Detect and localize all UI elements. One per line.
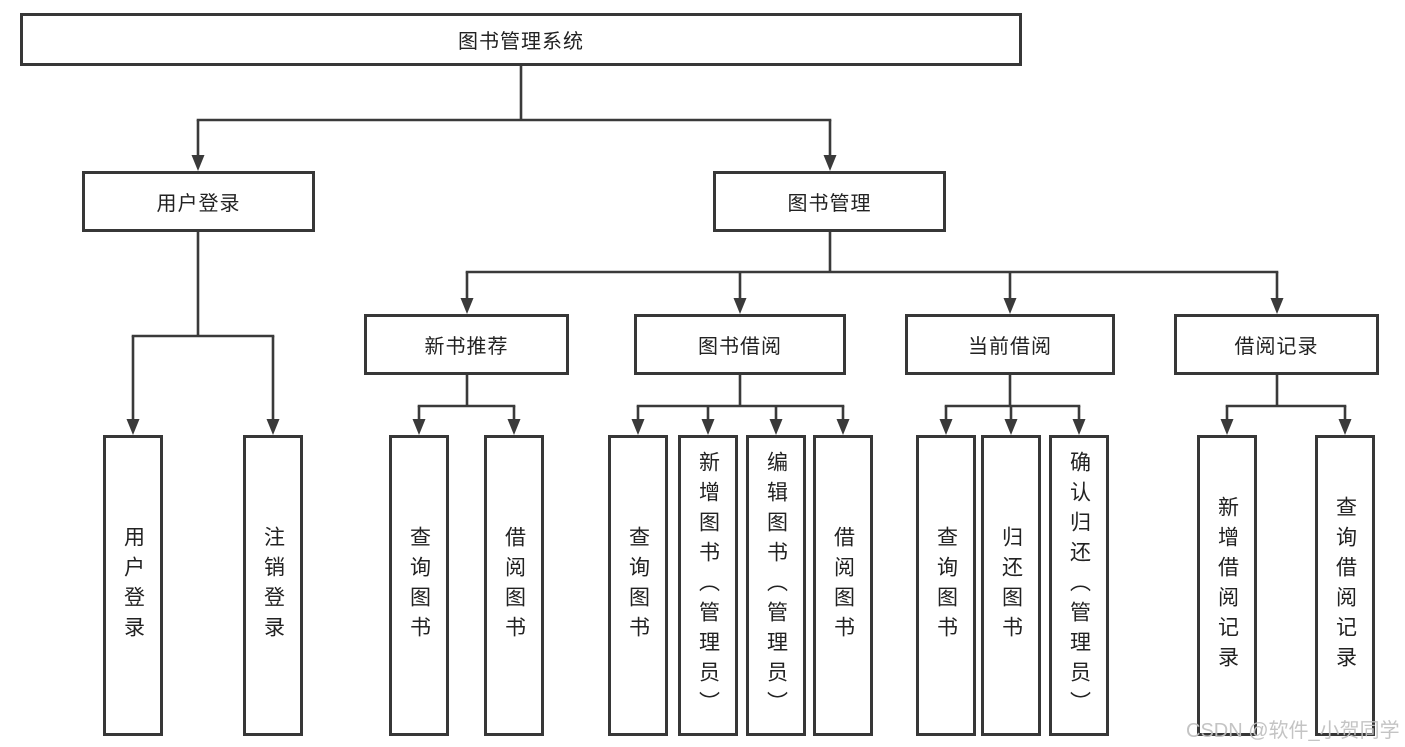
leaf-borrow-books-recommend: 借阅图书 [484, 435, 544, 736]
node-label: 用户登录 [156, 193, 241, 215]
node-label: 确认归还（管理员） [1067, 450, 1091, 721]
node-label: 归还图书 [999, 525, 1023, 646]
leaf-return-book: 归还图书 [981, 435, 1041, 736]
leaf-confirm-return-admin: 确认归还（管理员） [1049, 435, 1109, 736]
node-book-borrowing: 图书借阅 [634, 314, 846, 375]
node-label: 用户登录 [121, 525, 145, 646]
leaf-query-books-borrowing: 查询图书 [608, 435, 668, 736]
node-label: 注销登录 [261, 525, 285, 646]
node-label: 查询图书 [626, 525, 650, 646]
node-label: 新书推荐 [424, 336, 509, 358]
leaf-logout: 注销登录 [243, 435, 303, 736]
csdn-watermark: CSDN @软件_小贺同学 [1186, 720, 1400, 742]
node-label: 借阅图书 [502, 525, 526, 646]
node-label: 图书借阅 [698, 336, 782, 358]
leaf-query-borrowing-record: 查询借阅记录 [1315, 435, 1375, 736]
node-book-management: 图书管理 [713, 171, 946, 232]
node-label: 编辑图书（管理员） [764, 450, 788, 721]
node-label: 图书管理 [787, 193, 872, 215]
leaf-add-borrowing-record: 新增借阅记录 [1197, 435, 1257, 736]
leaf-edit-book-admin: 编辑图书（管理员） [746, 435, 806, 736]
node-label: 查询借阅记录 [1333, 495, 1357, 676]
node-library-system: 图书管理系统 [20, 13, 1022, 66]
node-user-login: 用户登录 [82, 171, 315, 232]
node-label: 查询图书 [934, 525, 958, 646]
leaf-user-login: 用户登录 [103, 435, 163, 736]
node-new-book-recommendation: 新书推荐 [364, 314, 569, 375]
node-label: 新增借阅记录 [1215, 495, 1239, 676]
node-label: 借阅图书 [831, 525, 855, 646]
node-label: 借阅记录 [1234, 336, 1319, 358]
node-label: 图书管理系统 [458, 31, 584, 53]
leaf-query-books-recommend: 查询图书 [389, 435, 449, 736]
node-label: 查询图书 [407, 525, 431, 646]
node-label: 新增图书（管理员） [696, 450, 720, 721]
node-current-borrowing: 当前借阅 [905, 314, 1115, 375]
leaf-borrow-books-borrowing: 借阅图书 [813, 435, 873, 736]
leaf-query-books-current: 查询图书 [916, 435, 976, 736]
leaf-add-book-admin: 新增图书（管理员） [678, 435, 738, 736]
node-borrowing-records: 借阅记录 [1174, 314, 1379, 375]
node-label: 当前借阅 [968, 336, 1052, 358]
